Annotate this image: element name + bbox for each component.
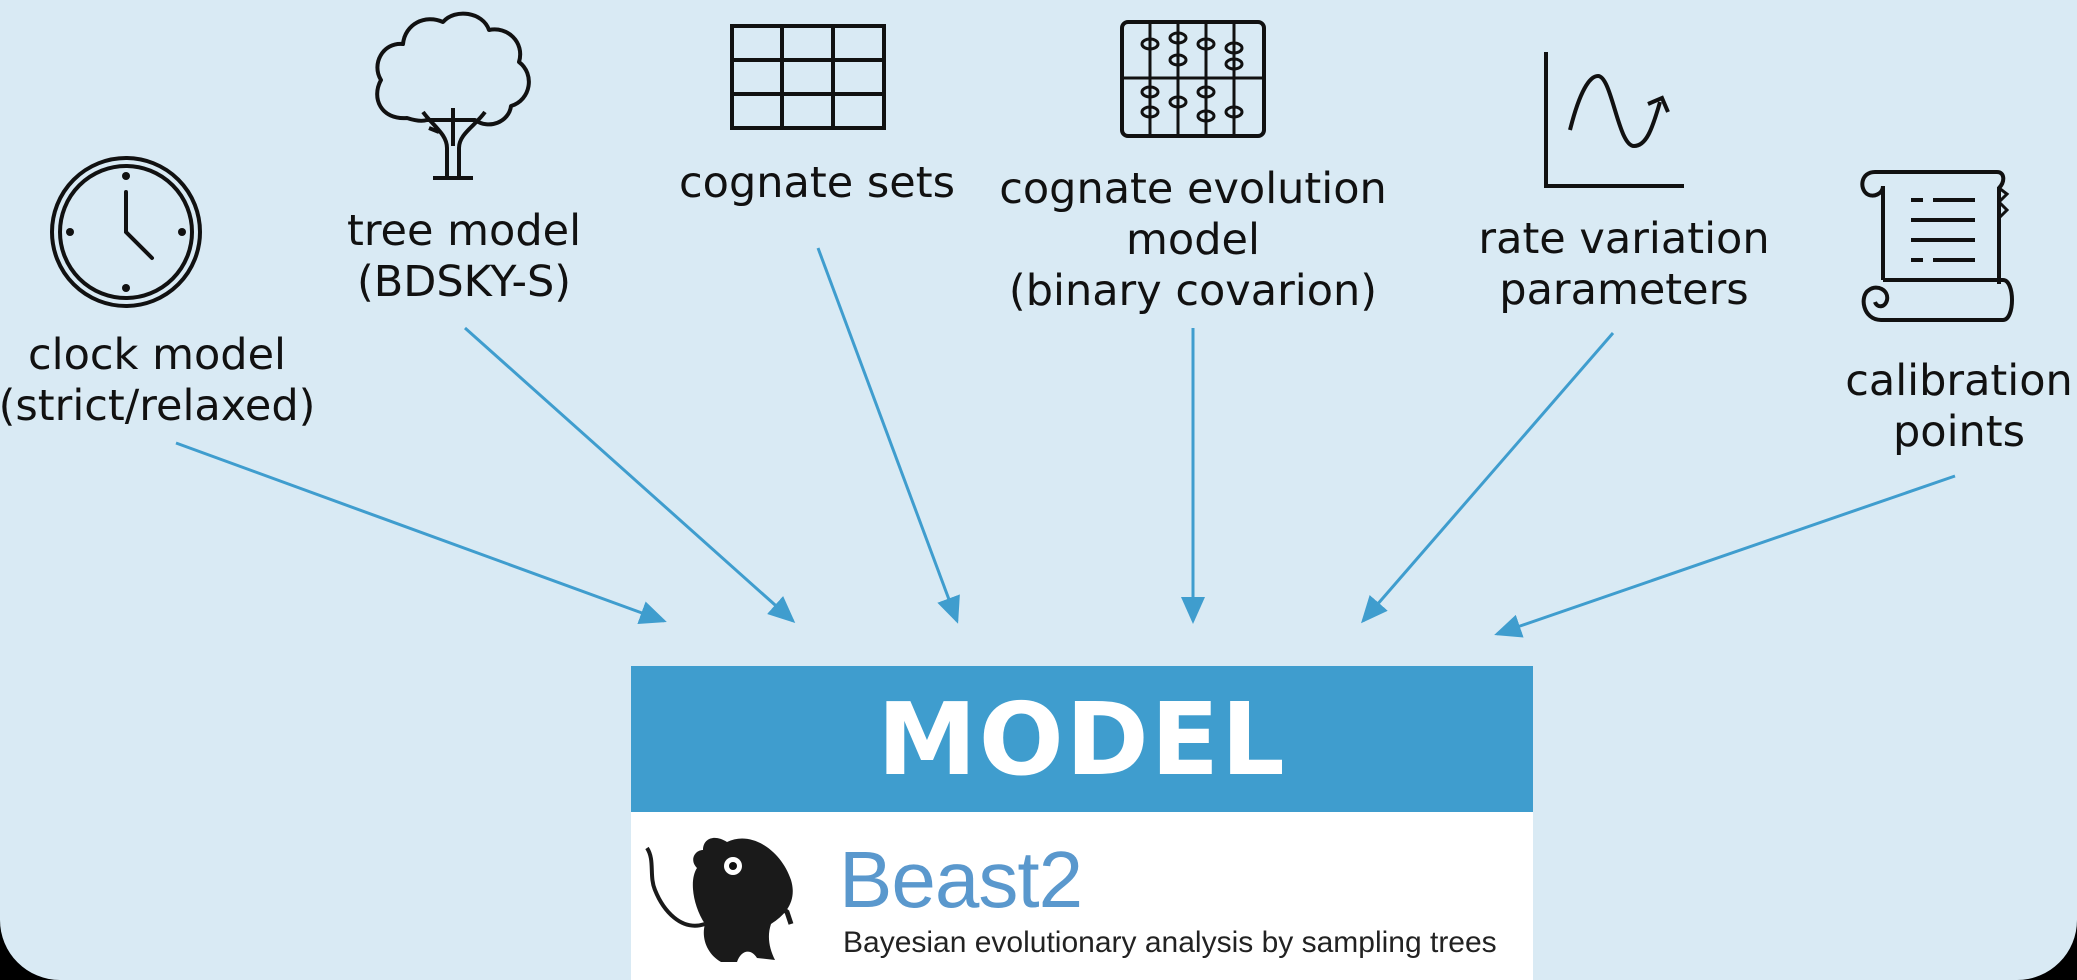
arrow-rate-variation [1361,332,1615,624]
wave-chart-icon [1544,52,1684,188]
rat-icon [645,837,794,962]
tree-model-label: tree model (BDSKY-S) [346,206,582,307]
cognate-sets-label: cognate sets [679,158,955,208]
arrow-clock [175,441,667,625]
arrow-tree [464,326,796,623]
tree-icon [375,11,531,180]
clock-model-label: clock model (strict/relaxed) [0,330,316,431]
grid-table-icon [730,24,886,130]
arrow-cognate-sets [816,247,960,624]
scroll-icon [1860,170,2014,322]
clock-icon [50,156,202,308]
model-box: MODEL [631,666,1533,812]
beast2-banner: Beast2 Bayesian evolutionary analysis by… [631,812,1533,980]
rate-variation-label: rate variation parameters [1478,214,1770,315]
arrow-calibration [1494,474,1956,638]
model-title: MODEL [877,680,1287,798]
beast2-logo-text: Beast2 [839,835,1083,924]
beast2-tagline: Bayesian evolutionary analysis by sampli… [843,926,1497,959]
abacus-icon [1120,20,1266,138]
calibration-points-label: calibration points [1845,356,2073,457]
cognate-evolution-label: cognate evolution model (binary covarion… [999,164,1387,316]
